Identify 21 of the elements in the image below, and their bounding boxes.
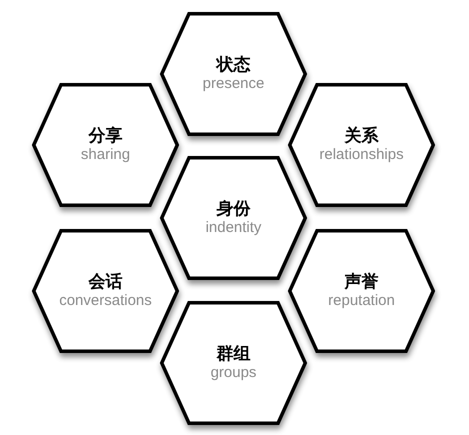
- hexagon-node: [160, 301, 307, 425]
- hexagon-title: 身份: [216, 199, 250, 219]
- hexagon-subtitle: conversations: [59, 292, 152, 310]
- hexagon-title: 群组: [216, 344, 250, 364]
- hexagon-subtitle: sharing: [80, 146, 130, 164]
- hexagon-title: 关系: [344, 126, 378, 146]
- hexagon-node: [160, 12, 307, 136]
- hexagon-subtitle: presence: [202, 75, 264, 93]
- hexagon-subtitle: indentity: [206, 219, 262, 237]
- hexagon-node: [288, 83, 435, 207]
- hexagon-title: 声誉: [344, 272, 378, 292]
- hexagon-title: 状态: [216, 55, 250, 75]
- hexagon-node: [288, 229, 435, 353]
- hexagon-node: [32, 229, 179, 353]
- hexagon-title: 分享: [88, 126, 122, 146]
- hexagon-node: [32, 83, 179, 207]
- hexagon-subtitle: relationships: [319, 146, 404, 164]
- hexagon-title: 会话: [88, 272, 122, 292]
- hexagon-subtitle: groups: [210, 364, 256, 382]
- hexagon-node: [160, 156, 307, 280]
- hexagon-subtitle: reputation: [328, 292, 395, 310]
